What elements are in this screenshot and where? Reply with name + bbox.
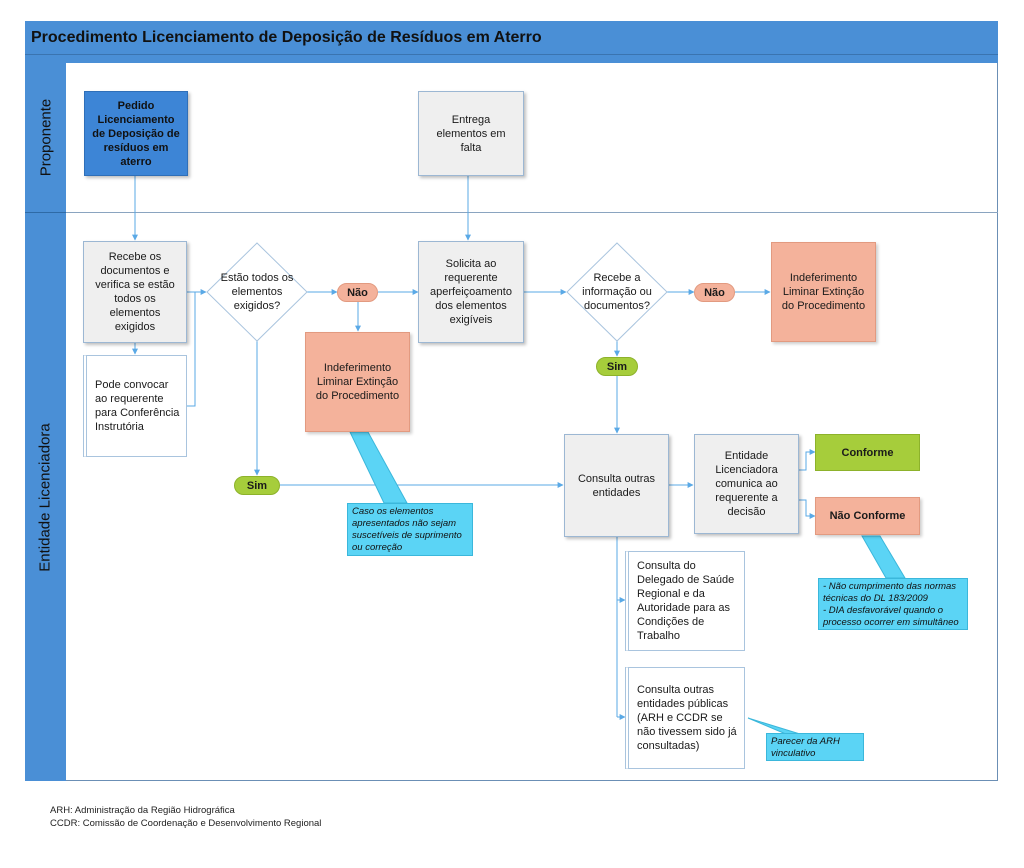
arrow-comunica-conforme — [799, 449, 816, 471]
process-entrega-elementos: Entrega elementos em falta — [418, 91, 524, 176]
start-node-pedido: Pedido Licenciamento de Deposição de res… — [84, 91, 188, 176]
note-suprimento: Caso os elementos apresentados não sejam… — [347, 503, 473, 556]
callout-pointer-suprimento — [349, 431, 408, 504]
arrow-comunica-naoconforme — [799, 499, 816, 519]
callout-pointer-naoconforme — [861, 535, 906, 579]
process-recebe-documentos: Recebe os documentos e verifica se estão… — [83, 241, 187, 343]
reject-indeferimento-1: Indeferimento Liminar Extinção do Proced… — [305, 332, 410, 432]
footer-ccdr: CCDR: Comissão de Coordenação e Desenvol… — [50, 818, 322, 829]
decision-text-elementos: Estão todos os elementos exigidos? — [220, 272, 294, 312]
document-consulta-publicas: Consulta outras entidades públicas (ARH … — [625, 667, 745, 769]
outcome-nao-conforme: Não Conforme — [815, 497, 920, 535]
footer-arh: ARH: Administração da Região Hidrográfic… — [50, 805, 235, 816]
outcome-conforme: Conforme — [815, 434, 920, 471]
process-comunica-decisao: Entidade Licenciadora comunica ao requer… — [694, 434, 799, 534]
decision-diamond-elementos — [206, 242, 308, 342]
document-consulta-delegado: Consulta do Delegado de Saúde Regional e… — [625, 551, 745, 651]
process-consulta-outras: Consulta outras entidades — [564, 434, 669, 537]
line-convocar-bracket — [187, 292, 196, 407]
lane-divider — [66, 212, 998, 213]
note-nao-cumprimento: - Não cumprimento das normas técnicas do… — [818, 578, 968, 630]
lane-header-column — [25, 63, 66, 781]
process-solicita-aperfeicoamento: Solicita ao requerente aperfeiçoamento d… — [418, 241, 524, 343]
reject-indeferimento-2: Indeferimento Liminar Extinção do Proced… — [771, 242, 876, 342]
decision-diamond-recebe-info — [566, 242, 668, 342]
lane-divider-header — [25, 212, 66, 213]
label-nao-2: Não — [694, 283, 735, 302]
label-sim-2: Sim — [596, 357, 638, 376]
label-sim-1: Sim — [234, 476, 280, 495]
diagram-title: Procedimento Licenciamento de Deposição … — [25, 21, 998, 55]
decision-text-recebe-info: Recebe a informação ou documentos? — [582, 272, 652, 312]
title-strip — [25, 55, 998, 63]
label-nao-1: Não — [337, 283, 378, 302]
document-pode-convocar: Pode convocar ao requerente para Conferê… — [83, 355, 187, 457]
footer-legend: ARH: Administração da Região Hidrográfic… — [50, 804, 321, 830]
note-parecer-arh: Parecer da ARH vinculativo — [766, 733, 864, 761]
